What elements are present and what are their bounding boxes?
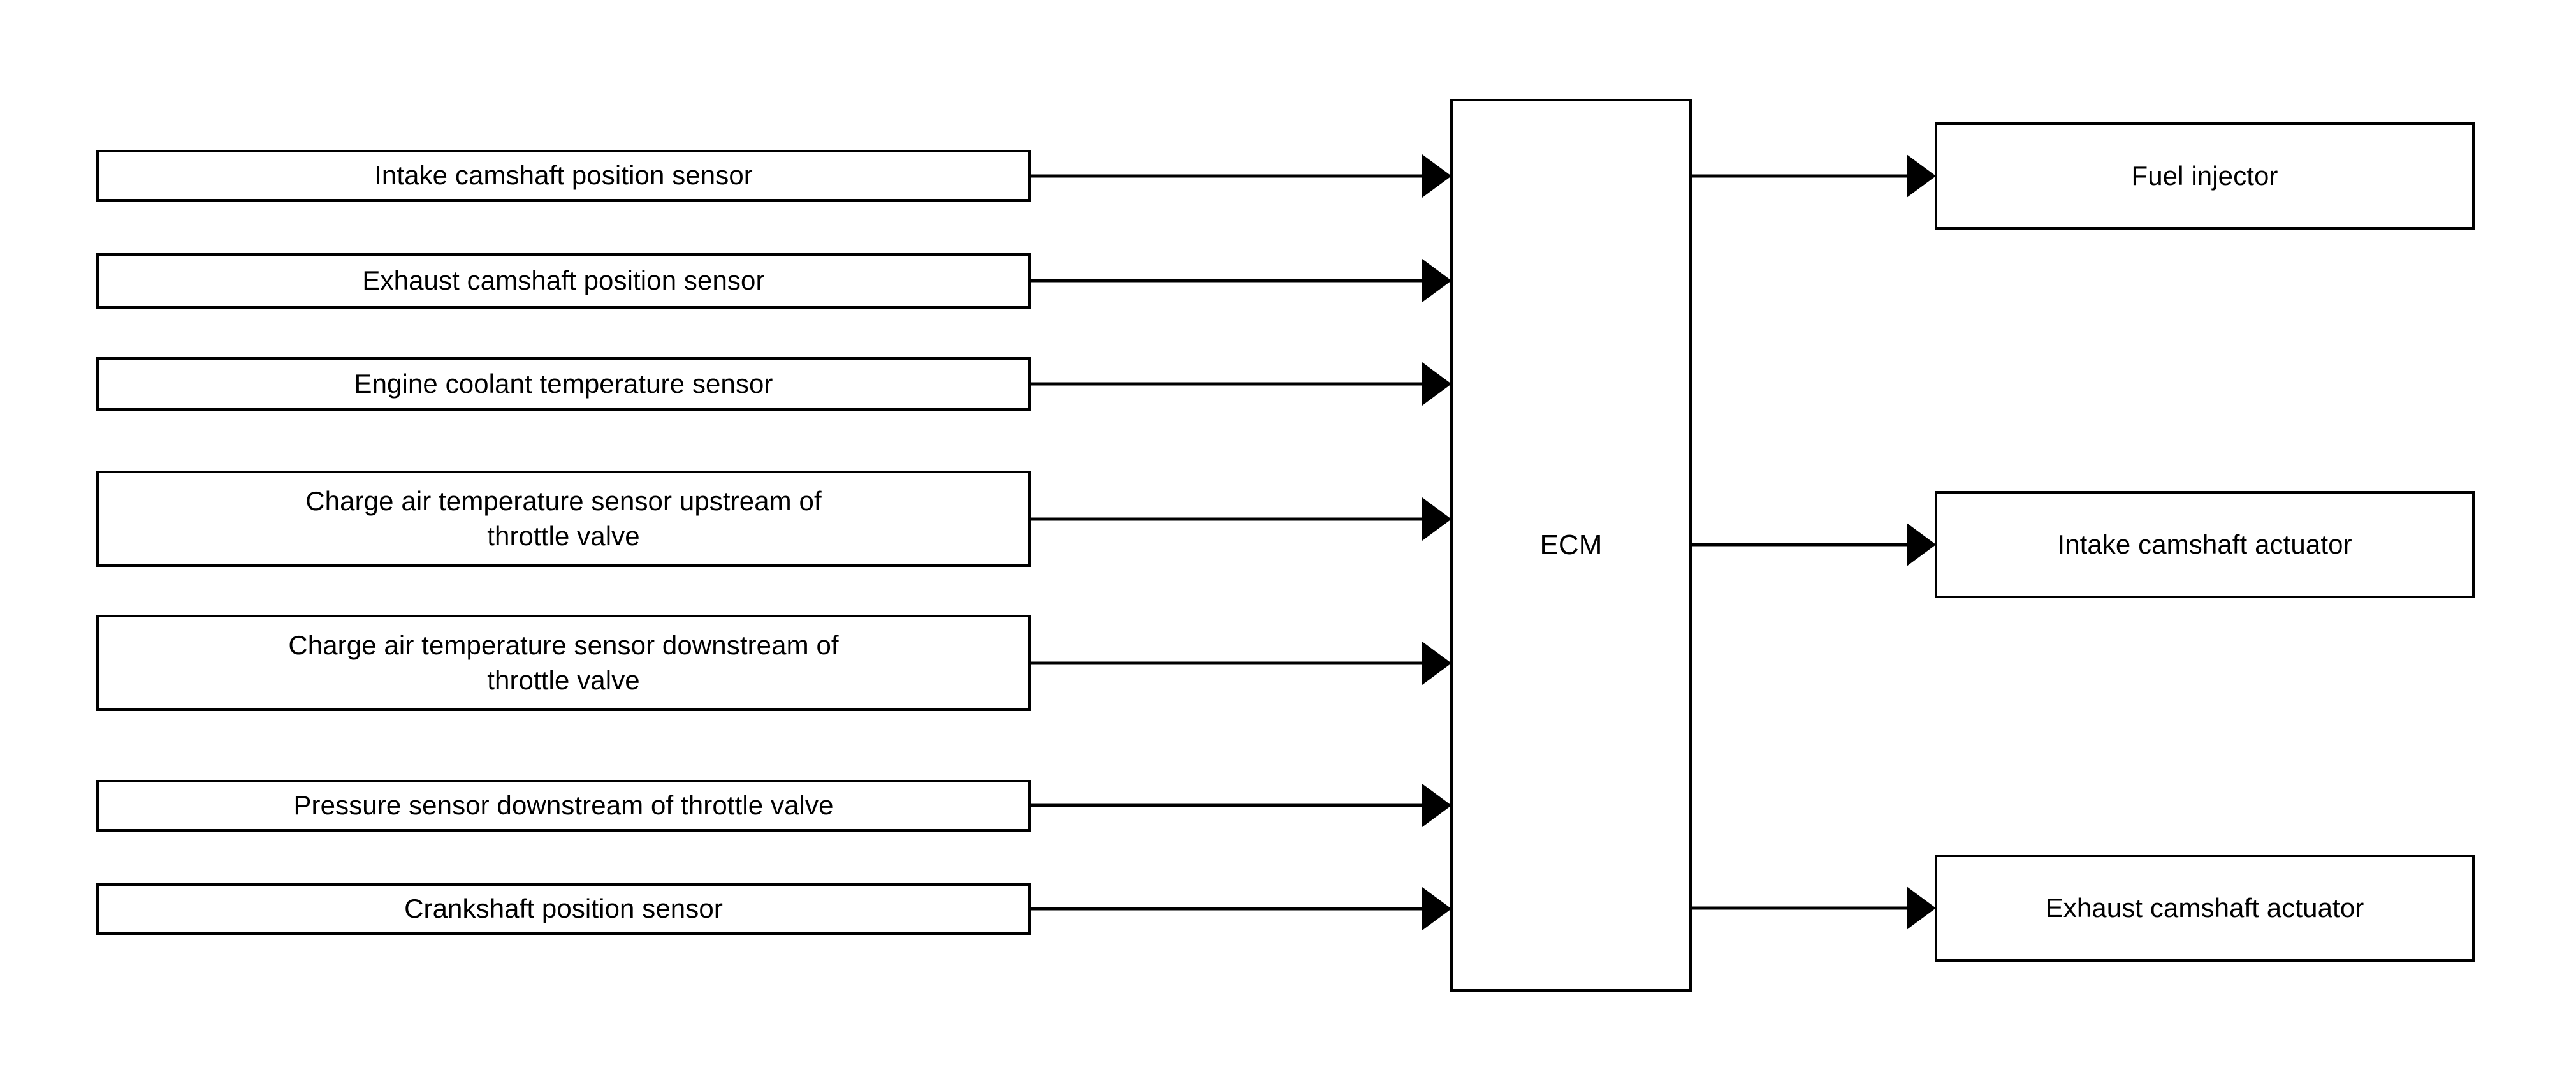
arrowhead bbox=[1907, 523, 1936, 566]
actuator-label: Intake camshaft actuator bbox=[2057, 529, 2352, 559]
connector-pressure-sensor-downstream-of-throttle-valve-to-ecm bbox=[1031, 784, 1452, 827]
sensor-block-intake-camshaft-position-sensor[interactable]: Intake camshaft position sensor bbox=[96, 150, 1031, 202]
connector-exhaust-camshaft-position-sensor-to-ecm bbox=[1031, 259, 1452, 302]
connector-ecm-to-exhaust-camshaft-actuator bbox=[1691, 886, 1936, 930]
arrowhead bbox=[1422, 362, 1452, 406]
connector-charge-air-temperature-sensor-upstream-of-throttle-valve-to-ecm bbox=[1031, 497, 1452, 541]
arrowhead bbox=[1907, 154, 1936, 198]
arrowhead bbox=[1907, 886, 1936, 930]
connector-crankshaft-position-sensor-to-ecm bbox=[1031, 887, 1452, 930]
arrowhead bbox=[1422, 784, 1452, 827]
ecm-block[interactable]: ECM bbox=[1450, 99, 1692, 992]
arrowhead bbox=[1422, 497, 1452, 541]
sensor-block-crankshaft-position-sensor[interactable]: Crankshaft position sensor bbox=[96, 883, 1031, 935]
sensor-label: Exhaust camshaft position sensor bbox=[362, 265, 765, 296]
sensor-block-charge-air-temperature-sensor-downstream-of-throttle-valve[interactable]: Charge air temperature sensor downstream… bbox=[96, 615, 1031, 711]
sensor-label: Engine coolant temperature sensor bbox=[354, 368, 773, 399]
sensor-block-charge-air-temperature-sensor-upstream-of-throttle-valve[interactable]: Charge air temperature sensor upstream o… bbox=[96, 471, 1031, 567]
arrowhead bbox=[1422, 887, 1452, 930]
sensor-block-pressure-sensor-downstream-of-throttle-valve[interactable]: Pressure sensor downstream of throttle v… bbox=[96, 780, 1031, 832]
actuator-block-exhaust-camshaft-actuator[interactable]: Exhaust camshaft actuator bbox=[1935, 855, 2475, 962]
connector-engine-coolant-temperature-sensor-to-ecm bbox=[1031, 362, 1452, 406]
sensor-label: Charge air temperature sensor downstream… bbox=[288, 629, 839, 695]
sensor-label: Pressure sensor downstream of throttle v… bbox=[293, 790, 834, 821]
actuator-block-fuel-injector[interactable]: Fuel injector bbox=[1935, 122, 2475, 230]
arrowhead bbox=[1422, 154, 1452, 198]
connector-intake-camshaft-position-sensor-to-ecm bbox=[1031, 154, 1452, 198]
actuator-label: Exhaust camshaft actuator bbox=[2045, 892, 2364, 923]
arrowhead bbox=[1422, 642, 1452, 685]
sensor-label: Intake camshaft position sensor bbox=[374, 160, 753, 191]
connector-ecm-to-intake-camshaft-actuator bbox=[1691, 523, 1936, 566]
actuator-block-intake-camshaft-actuator[interactable]: Intake camshaft actuator bbox=[1935, 491, 2475, 598]
sensor-block-engine-coolant-temperature-sensor[interactable]: Engine coolant temperature sensor bbox=[96, 357, 1031, 411]
sensor-label: Charge air temperature sensor upstream o… bbox=[305, 485, 822, 551]
connector-charge-air-temperature-sensor-downstream-of-throttle-valve-to-ecm bbox=[1031, 642, 1452, 685]
connector-ecm-to-fuel-injector bbox=[1691, 154, 1936, 198]
arrowhead bbox=[1422, 259, 1452, 302]
sensor-label: Crankshaft position sensor bbox=[404, 893, 723, 924]
ecm-label: ECM bbox=[1539, 529, 1603, 561]
actuator-label: Fuel injector bbox=[2131, 160, 2278, 191]
sensor-block-exhaust-camshaft-position-sensor[interactable]: Exhaust camshaft position sensor bbox=[96, 253, 1031, 309]
